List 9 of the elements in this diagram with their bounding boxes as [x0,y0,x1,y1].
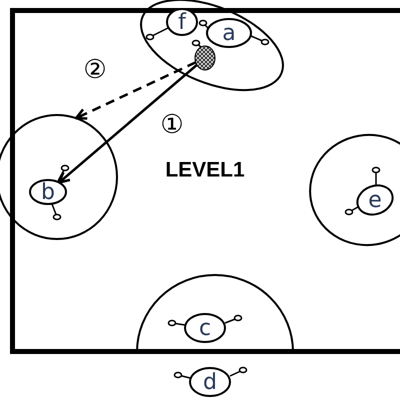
player-letter: c [198,318,212,340]
player-letter: d [203,372,217,394]
player-letter: f [178,12,186,34]
dashed-arrow [74,61,196,120]
player-letter: a [222,23,236,45]
player-letter: e [368,190,382,212]
field-label: LEVEL1 [165,160,245,180]
arrow [58,64,198,184]
player-letter: b [41,182,55,204]
